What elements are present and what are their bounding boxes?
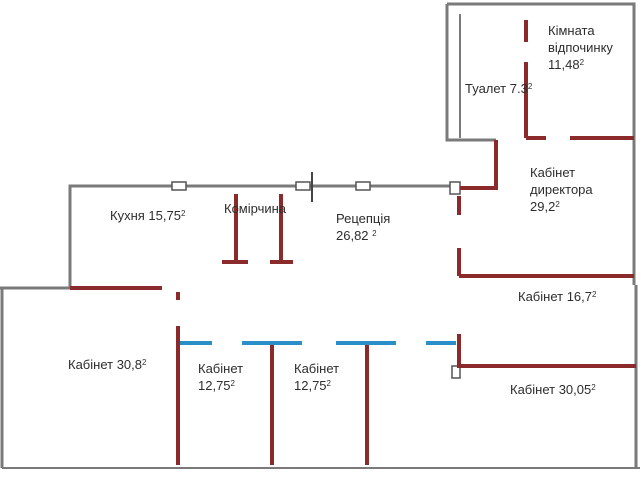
wall-storage-left xyxy=(222,194,248,264)
room-label-reception: Рецепція 26,82 2 xyxy=(336,210,390,244)
area-unit: 2 xyxy=(527,82,533,91)
left-wall xyxy=(0,286,70,468)
room-area: 16,7 xyxy=(566,289,593,304)
window xyxy=(295,181,311,191)
room-label-office-16: Кабінет 16,72 xyxy=(518,288,596,305)
room-label-storage: Комірчина xyxy=(224,200,286,217)
room-name: Кабінет xyxy=(198,361,244,376)
column xyxy=(449,181,461,195)
wall-storage-right xyxy=(270,194,293,264)
room-name: Кухня xyxy=(110,208,145,223)
area-unit: 2 xyxy=(326,379,331,388)
room-name: Кімната відпочинку xyxy=(548,23,613,55)
room-area: 26,82 xyxy=(336,228,369,243)
room-name: Кабінет xyxy=(68,357,114,372)
area-unit: 2 xyxy=(591,383,596,392)
room-area: 30,05 xyxy=(558,382,592,397)
annex-top-wall xyxy=(447,2,636,285)
room-area: 15,75 xyxy=(148,208,181,223)
room-name: Комірчина xyxy=(224,201,287,216)
room-area: 11,48 xyxy=(548,57,580,72)
room-label-toilet: Туалет 7.32 xyxy=(465,80,532,97)
room-name: Кабінет директора xyxy=(530,165,593,197)
room-name: Кабінет xyxy=(518,289,564,304)
room-name: Кабінет xyxy=(510,382,556,397)
area-unit: 2 xyxy=(230,379,235,388)
room-area: 30,8 xyxy=(116,357,143,372)
room-name: Кабінет xyxy=(294,361,340,376)
column xyxy=(451,365,461,379)
window-marks xyxy=(171,181,461,379)
wall-director-left xyxy=(460,140,498,190)
area-unit: 2 xyxy=(592,290,597,299)
room-area: 12,75 xyxy=(198,378,231,393)
right-upper-wall xyxy=(445,4,496,142)
room-area: 12,75 xyxy=(294,378,327,393)
room-label-office-12-b: Кабінет 12,752 xyxy=(294,360,339,394)
area-unit: 2 xyxy=(579,58,585,67)
outer-walls xyxy=(0,2,640,469)
room-label-office-30-05: Кабінет 30,052 xyxy=(510,381,596,398)
room-name: Туалет xyxy=(465,81,507,96)
room-name: Рецепція xyxy=(336,211,391,226)
room-label-lounge: Кімната відпочинку 11,482 xyxy=(548,22,628,73)
room-label-kitchen: Кухня 15,752 xyxy=(110,207,185,224)
window xyxy=(355,181,371,191)
room-label-office-12-a: Кабінет 12,752 xyxy=(198,360,243,394)
area-unit: 2 xyxy=(180,209,186,218)
wall-office16-bottom xyxy=(457,334,636,368)
room-label-office-30-8: Кабінет 30,82 xyxy=(68,356,146,373)
area-unit: 2 xyxy=(555,200,560,209)
top-wall xyxy=(68,184,455,288)
partition-walls xyxy=(70,20,636,465)
area-unit: 2 xyxy=(372,229,377,238)
area-unit: 2 xyxy=(142,358,147,367)
room-area: 7.3 xyxy=(509,81,528,96)
room-area: 29,2 xyxy=(530,199,556,214)
room-label-director: Кабінет директора 29,22 xyxy=(530,164,610,215)
window xyxy=(171,181,187,191)
